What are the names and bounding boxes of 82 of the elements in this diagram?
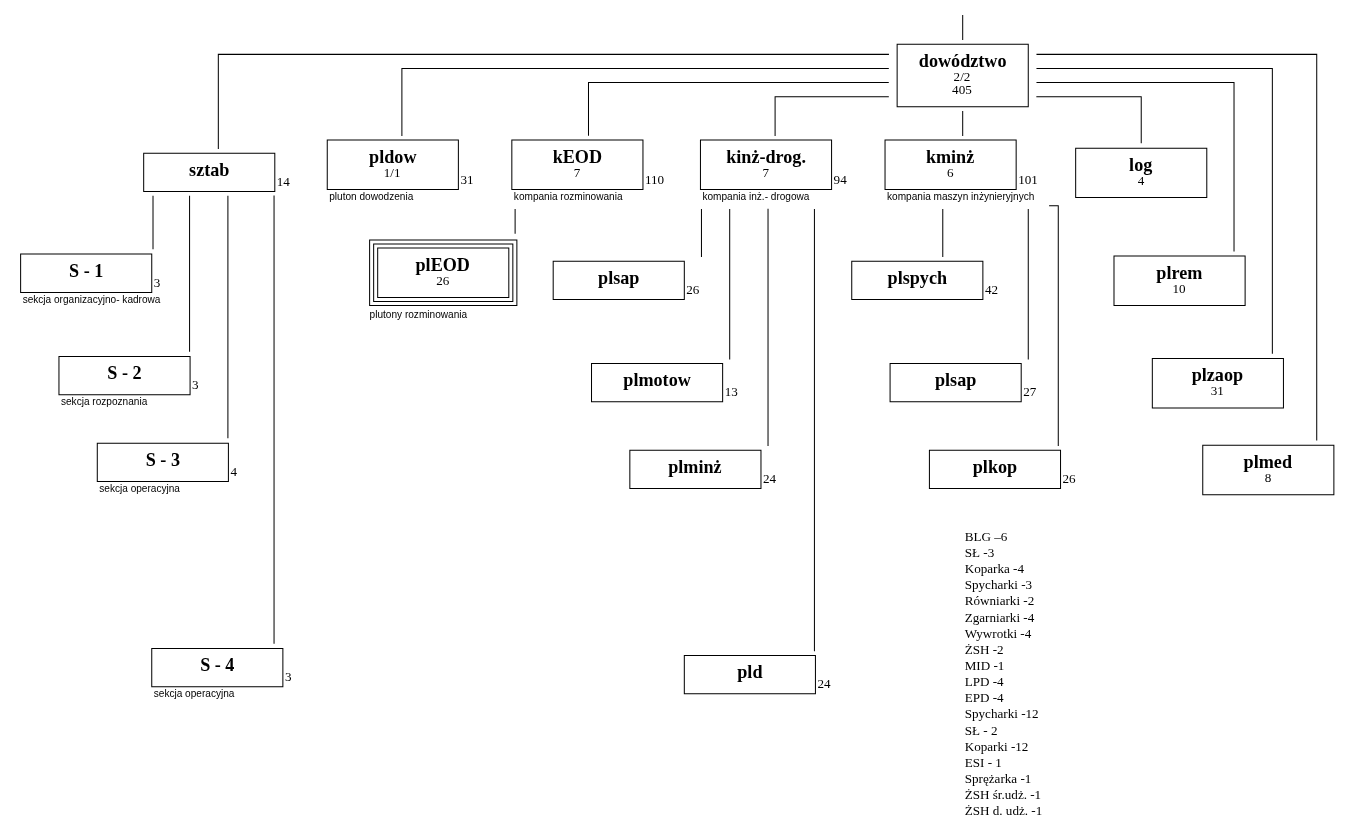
- connector: [729, 208, 731, 360]
- node-label: sekcja organizacyjno- kadrowa: [22, 293, 161, 305]
- node-label: 4: [230, 463, 237, 479]
- node-label: pluton dowodzenia: [329, 190, 414, 202]
- connector: [1027, 208, 1029, 360]
- node-box: plkop: [928, 449, 1062, 490]
- node-box: pld: [683, 655, 816, 695]
- node-label: 27: [1023, 384, 1037, 400]
- connector: [700, 208, 702, 258]
- node-box: plspych: [851, 260, 984, 300]
- node-label: plutony rozminowania: [369, 308, 468, 320]
- node-label: 3: [192, 377, 199, 393]
- node-label: kompania rozminowania: [513, 190, 623, 202]
- label: Koparki -12: [964, 738, 1029, 754]
- node-label: 3: [284, 669, 292, 685]
- node-box: sztab: [143, 152, 276, 193]
- node-box: kminż 6: [884, 139, 1017, 191]
- node-box: S - 4: [151, 647, 284, 688]
- node-box: plmotow: [591, 363, 724, 403]
- connector: [401, 68, 890, 137]
- node-box: plEOD 26: [369, 239, 518, 307]
- node-label: 110: [644, 171, 665, 187]
- label: LPD -4: [964, 674, 1004, 690]
- connector: [962, 14, 964, 41]
- node-box: kinż-drog. 7: [699, 139, 833, 191]
- node-box: plminż: [629, 449, 762, 490]
- label: Koparka -4: [964, 561, 1025, 577]
- connector: [1035, 53, 1318, 442]
- node-label: 14: [276, 173, 290, 189]
- connector: [1035, 82, 1235, 253]
- node-box: kEOD 7: [511, 139, 644, 191]
- node-label: 101: [1018, 171, 1038, 187]
- node-label: 94: [833, 171, 847, 187]
- node-box: plsap: [552, 260, 685, 300]
- label: ESI - 1: [964, 754, 1002, 770]
- connector: [942, 208, 944, 258]
- label: ŻSH d. udż. -1: [964, 803, 1043, 819]
- label: SŁ -3: [964, 545, 995, 561]
- connector: [1035, 68, 1273, 355]
- connector: [962, 110, 964, 137]
- node-label: kompania maszyn inżynieryjnych: [887, 190, 1035, 202]
- label: Wywrotki -4: [964, 625, 1032, 641]
- node-label: sekcja operacyjna: [99, 482, 180, 494]
- node-box: plmed 8: [1202, 444, 1335, 496]
- node-box: S - 1: [20, 253, 153, 293]
- connector: [217, 53, 890, 150]
- label: Zgarniarki -4: [964, 609, 1035, 625]
- node-label: 31: [460, 171, 474, 187]
- node-label: 26: [686, 281, 700, 297]
- node-box: S - 3: [96, 442, 229, 483]
- node-label: sekcja rozpoznania: [60, 395, 148, 407]
- node-box: plsap: [889, 363, 1022, 403]
- connector: [813, 208, 815, 652]
- label: Spycharki -3: [964, 577, 1033, 593]
- connector: [588, 82, 890, 137]
- label: Równiarki -2: [964, 593, 1035, 609]
- node-label: kompania inż.- drogowa: [702, 190, 810, 202]
- label: MID -1: [964, 658, 1005, 674]
- label: SŁ - 2: [964, 722, 998, 738]
- connector: [1035, 96, 1142, 144]
- node-label: 24: [762, 470, 777, 486]
- label: ŻSH śr.udż. -1: [964, 787, 1042, 803]
- label: BLG –6: [964, 528, 1008, 544]
- node-label: 26: [1062, 470, 1076, 486]
- label: Sprężarka -1: [964, 771, 1032, 787]
- node-box: plrem 10: [1113, 255, 1246, 307]
- node-box: plzaop 31: [1151, 357, 1284, 409]
- node-box: pldow 1/1: [326, 139, 459, 191]
- node-box: log 4: [1075, 147, 1208, 199]
- node-box: S - 2: [58, 355, 191, 396]
- node-label: 24: [817, 676, 831, 692]
- node-label: sekcja operacyjna: [153, 687, 235, 699]
- node-label: 13: [724, 384, 738, 400]
- connector: [1048, 205, 1059, 447]
- node-box: dowództwo 2/2 405: [896, 43, 1029, 108]
- node-label: 3: [153, 274, 161, 290]
- connector: [189, 195, 191, 353]
- node-label: 42: [984, 281, 998, 297]
- label: Spycharki -12: [964, 706, 1039, 722]
- label: EPD -4: [964, 690, 1004, 706]
- label: ŻSH -2: [964, 641, 1004, 657]
- connector: [774, 96, 890, 137]
